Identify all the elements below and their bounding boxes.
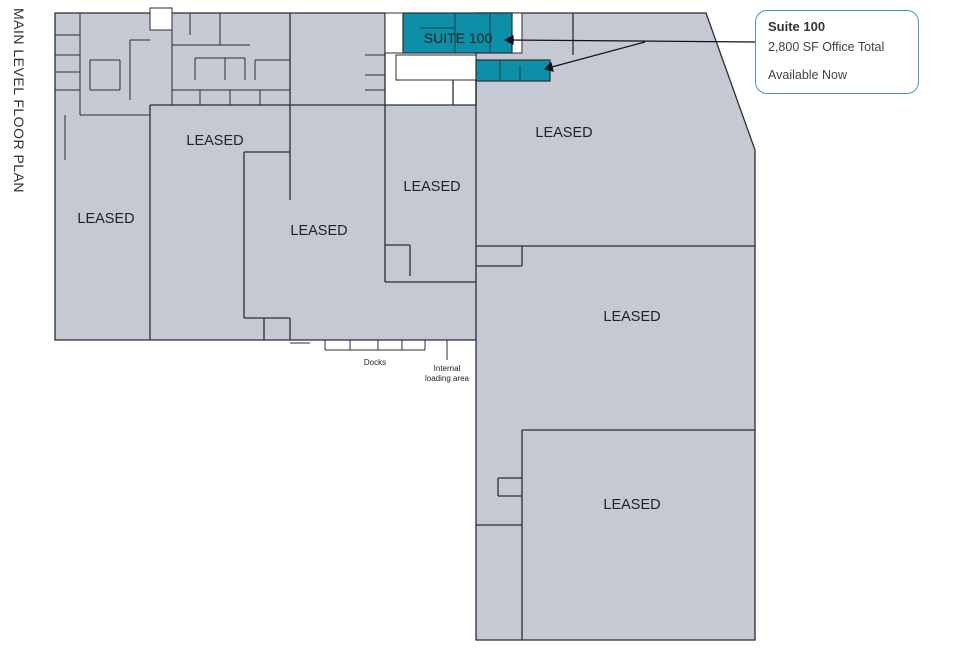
space-label-center: LEASED bbox=[290, 223, 347, 239]
suite-100-label: SUITE 100 bbox=[424, 30, 493, 46]
docks-label: Docks bbox=[364, 358, 386, 367]
interior-walls bbox=[149, 13, 755, 640]
dock-doors bbox=[290, 340, 448, 360]
callout-leaders bbox=[503, 35, 756, 72]
space-label-south-east: LEASED bbox=[603, 497, 660, 513]
callout-size: 2,800 SF Office Total bbox=[768, 40, 885, 54]
suite-100-partitions bbox=[420, 13, 521, 81]
suite-100-callout[interactable]: Suite 100 2,800 SF Office Total Availabl… bbox=[755, 10, 919, 94]
loading-area-label-2: loading area bbox=[425, 374, 470, 383]
callout-title: Suite 100 bbox=[768, 19, 826, 34]
space-label-north-east: LEASED bbox=[535, 125, 592, 141]
space-label-west: LEASED bbox=[77, 211, 134, 227]
floor-area bbox=[54, 12, 756, 641]
loading-area-label-1: Internal bbox=[434, 364, 461, 373]
suite-100-area[interactable] bbox=[402, 12, 551, 82]
space-label-center-east: LEASED bbox=[403, 179, 460, 195]
callout-availability: Available Now bbox=[768, 68, 847, 82]
upper-left-offices bbox=[55, 13, 385, 160]
space-label-north-center: LEASED bbox=[186, 133, 243, 149]
space-label-middle-east: LEASED bbox=[603, 309, 660, 325]
